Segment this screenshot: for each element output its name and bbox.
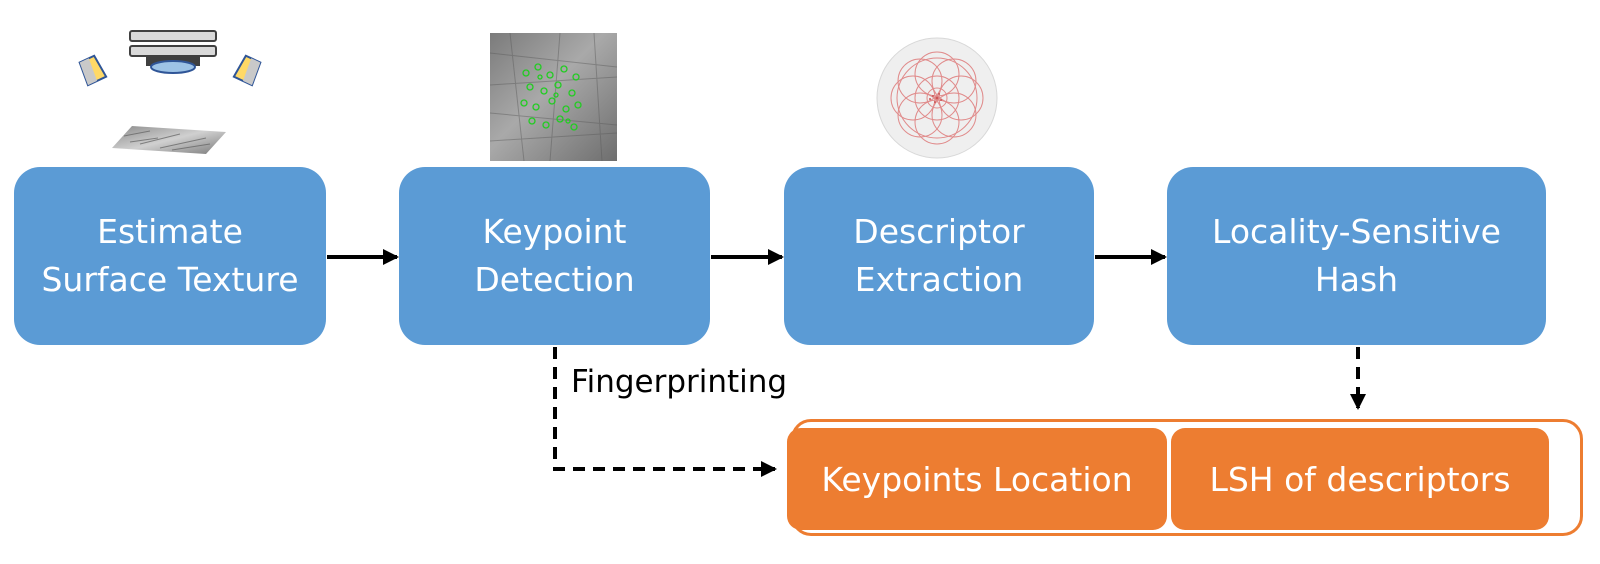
- step-title: Keypoint: [482, 212, 627, 251]
- estimate-surface-texture-box: Estimate Surface Texture: [14, 167, 326, 345]
- step-title: Estimate: [97, 212, 243, 251]
- arrow-keypoint-to-output: [553, 347, 777, 477]
- descriptor-extraction-box: Descriptor Extraction: [784, 167, 1094, 345]
- step-subtitle: Extraction: [854, 260, 1024, 299]
- keypoint-image-icon: [490, 33, 617, 161]
- step-title: Locality-Sensitive: [1212, 212, 1501, 251]
- lsh-descriptors-cell: LSH of descriptors: [1171, 428, 1549, 530]
- step-subtitle: Surface Texture: [41, 260, 299, 299]
- keypoints-location-cell: Keypoints Location: [787, 428, 1167, 530]
- fingerprinting-label: Fingerprinting: [571, 364, 788, 400]
- step-subtitle: Hash: [1314, 260, 1399, 299]
- keypoint-detection-box: Keypoint Detection: [399, 167, 710, 345]
- step-subtitle: Detection: [474, 260, 635, 299]
- locality-sensitive-hash-box: Locality-Sensitive Hash: [1167, 167, 1546, 345]
- camera-lights-icon: [78, 30, 262, 87]
- descriptor-pattern-icon: [876, 37, 998, 159]
- texture-sample-icon: [112, 126, 226, 154]
- step-title: Descriptor: [853, 212, 1025, 251]
